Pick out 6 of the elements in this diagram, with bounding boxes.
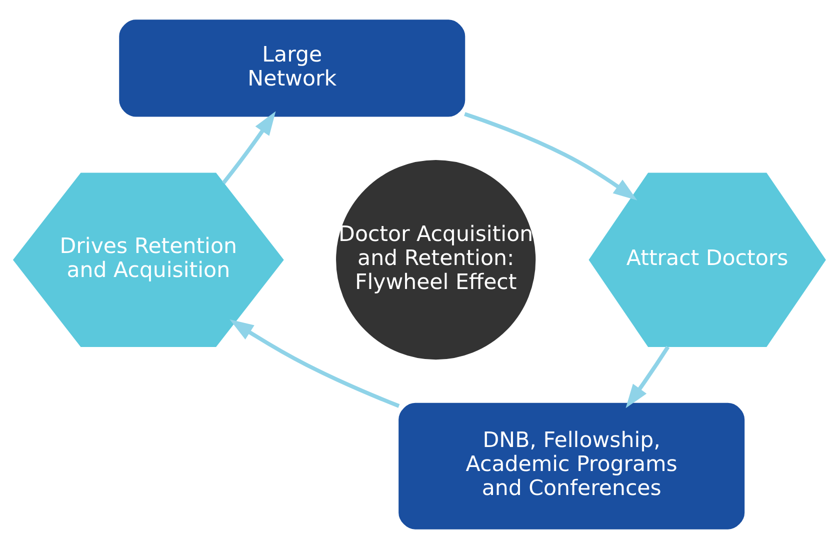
arrow	[626, 345, 670, 408]
arrow	[464, 112, 638, 200]
node-box: DNB, Fellowship, Academic Programs and Conferences	[398, 402, 745, 529]
arrow	[222, 110, 276, 184]
node-box: Large Network	[119, 19, 466, 116]
arrow	[230, 318, 400, 408]
